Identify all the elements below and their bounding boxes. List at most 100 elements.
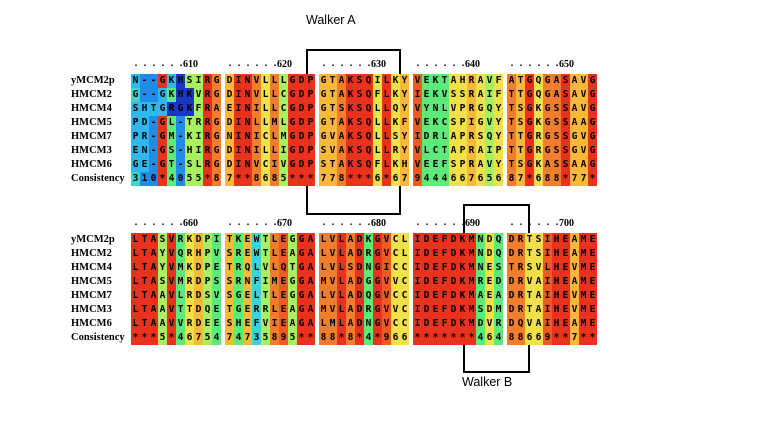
residue-cell: Q: [364, 102, 373, 116]
residue-cell: S: [561, 130, 570, 144]
ruler-tick-label: 680: [371, 218, 386, 229]
residue-cell: A: [543, 158, 552, 172]
residue-cell: M: [579, 289, 588, 303]
residue-cell: G: [570, 130, 579, 144]
residue-cell: D: [194, 317, 203, 331]
ruler-dot: .: [227, 218, 234, 229]
residue-cell: E: [431, 233, 440, 247]
consistency-score: *: [346, 172, 355, 186]
residue-cell: L: [270, 74, 279, 88]
residue-cell: N: [243, 130, 252, 144]
residue-cell: L: [382, 74, 391, 88]
residue-cell: E: [561, 233, 570, 247]
residue-cell: R: [467, 144, 476, 158]
residue-cell: -: [149, 74, 158, 88]
residue-cell: V: [328, 247, 337, 261]
residue-cell: F: [373, 88, 382, 102]
residue-cell: G: [297, 233, 306, 247]
residue-cell: G: [158, 130, 167, 144]
consistency-score: *: [234, 172, 243, 186]
residue-cell: V: [212, 247, 221, 261]
residue-cell: H: [176, 74, 185, 88]
residue-cell: K: [234, 233, 243, 247]
consistency-score: 6: [185, 331, 194, 345]
residue-cell: G: [543, 116, 552, 130]
residue-cell: V: [328, 233, 337, 247]
consistency-score: *: [355, 331, 364, 345]
residue-cell: R: [203, 88, 212, 102]
consistency-score: 8: [337, 172, 346, 186]
consistency-score: 6: [261, 172, 270, 186]
residue-cell: D: [507, 289, 516, 303]
residue-cell: A: [158, 317, 167, 331]
residue-cell: L: [337, 317, 346, 331]
consistency-score: 0: [149, 172, 158, 186]
residue-cell: I: [252, 102, 261, 116]
residue-cell: V: [413, 158, 422, 172]
residue-cell: K: [346, 102, 355, 116]
residue-cell: S: [561, 88, 570, 102]
residue-cell: G: [288, 102, 297, 116]
residue-cell: D: [449, 303, 458, 317]
residue-cell: R: [167, 102, 176, 116]
residue-cell: I: [212, 233, 221, 247]
residue-cell: E: [588, 261, 597, 275]
residue-cell: G: [319, 102, 328, 116]
residue-cell: E: [225, 102, 234, 116]
residue-cell: G: [297, 261, 306, 275]
residue-cell: S: [525, 261, 534, 275]
consistency-score: *: [373, 331, 382, 345]
consistency-score: *: [458, 331, 467, 345]
ruler-dot: .: [245, 218, 252, 229]
residue-cell: H: [552, 317, 561, 331]
residue-cell: A: [337, 88, 346, 102]
residue-cell: I: [413, 233, 422, 247]
consistency-score: *: [525, 172, 534, 186]
residue-cell: G: [212, 144, 221, 158]
residue-cell: A: [476, 289, 485, 303]
residue-cell: A: [449, 144, 458, 158]
residue-cell: A: [306, 303, 315, 317]
consistency-score: 5: [194, 172, 203, 186]
residue-cell: P: [306, 116, 315, 130]
ruler-dot: .: [236, 59, 243, 70]
consistency-score: *: [561, 172, 570, 186]
consistency-score: *: [297, 172, 306, 186]
sequence-name: HMCM2: [71, 89, 112, 100]
sequence-name: HMCM2: [71, 248, 112, 259]
residue-cell: S: [476, 303, 485, 317]
residue-cell: Q: [243, 261, 252, 275]
residue-cell: V: [485, 158, 494, 172]
residue-cell: G: [373, 261, 382, 275]
residue-cell: R: [467, 158, 476, 172]
residue-cell: N: [243, 116, 252, 130]
residue-cell: N: [140, 144, 149, 158]
residue-cell: E: [561, 289, 570, 303]
residue-cell: S: [355, 102, 364, 116]
residue-cell: D: [485, 247, 494, 261]
residue-cell: D: [355, 275, 364, 289]
residue-cell: A: [306, 317, 315, 331]
consistency-score: 4: [176, 331, 185, 345]
residue-cell: -: [176, 116, 185, 130]
residue-cell: G: [543, 130, 552, 144]
consistency-label: Consistency: [71, 173, 125, 184]
residue-cell: A: [149, 275, 158, 289]
residue-cell: D: [297, 116, 306, 130]
consistency-score: *: [552, 331, 561, 345]
residue-cell: P: [131, 116, 140, 130]
residue-cell: M: [579, 317, 588, 331]
ruler-tick-label: 700: [559, 218, 574, 229]
residue-cell: H: [185, 144, 194, 158]
residue-cell: D: [422, 261, 431, 275]
consistency-score: *: [422, 331, 431, 345]
residue-cell: G: [288, 74, 297, 88]
ruler-tick-label: 620: [277, 59, 292, 70]
residue-cell: A: [579, 116, 588, 130]
residue-cell: E: [422, 88, 431, 102]
residue-cell: V: [167, 247, 176, 261]
residue-cell: R: [252, 303, 261, 317]
residue-cell: Y: [494, 116, 503, 130]
consistency-score: 7: [225, 331, 234, 345]
residue-cell: S: [355, 116, 364, 130]
